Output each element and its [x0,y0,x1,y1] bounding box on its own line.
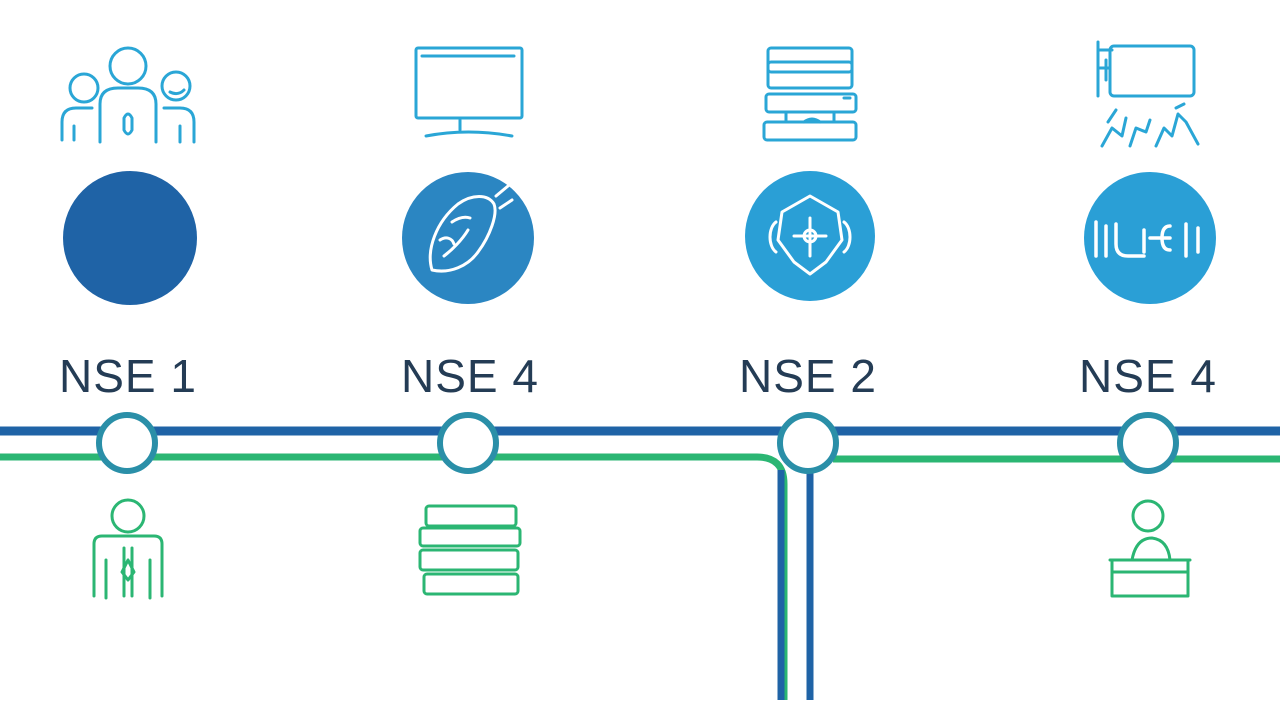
group-of-people-icon [60,46,196,144]
green-horizontal-line-left [0,453,788,700]
stage-badge-3 [745,171,875,301]
timeline-node-1 [96,412,158,474]
stage-labels: NSE 1 NSE 4 NSE 2 NSE 4 [59,350,1217,402]
timeline-nodes [96,412,1179,474]
top-icons [60,40,1200,148]
network-shield-icon [768,194,852,276]
stage-badge-4 [1084,172,1216,304]
person-icon [92,498,164,600]
stage-label-2: NSE 4 [401,350,539,402]
stage-badges [63,171,1216,305]
stage-label-1: NSE 1 [59,350,197,402]
presentation-board-icon [1096,40,1200,148]
timeline-node-2 [437,412,499,474]
monitor-icon [414,46,524,138]
circuit-symbol-icon [1094,220,1200,258]
person-at-desk-icon [1108,499,1192,598]
timeline-node-3 [777,412,839,474]
stage-label-4: NSE 4 [1079,350,1217,402]
stage-badge-1 [63,171,197,305]
stacked-servers-icon [762,46,858,142]
hand-drawn-shape-icon [428,184,514,273]
timeline-connectors [0,426,1280,700]
stacked-boxes-icon [418,504,522,596]
bottom-icons [92,498,1192,600]
timeline-node-4 [1117,412,1179,474]
stage-label-3: NSE 2 [739,350,877,402]
stage-badge-2 [402,172,534,304]
